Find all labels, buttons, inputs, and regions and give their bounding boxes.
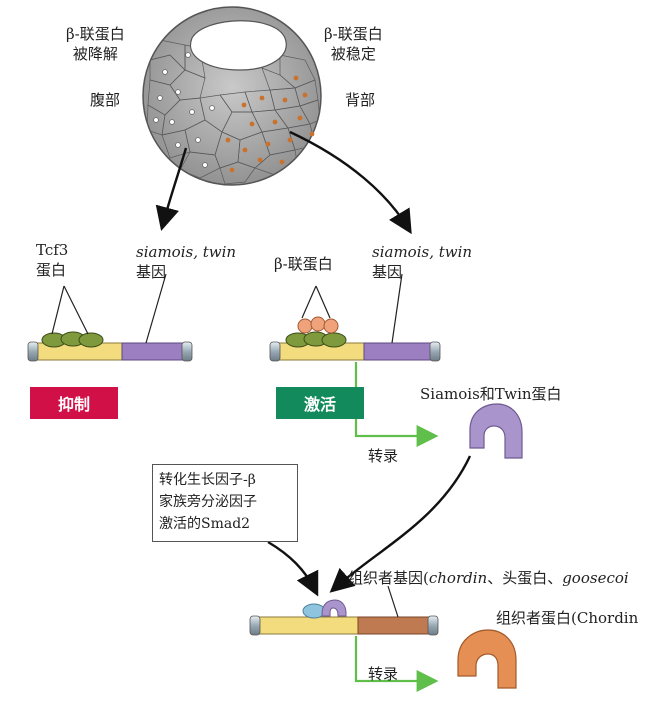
- organizer-genes-prefix: 组织者基因(: [348, 569, 429, 587]
- arrow-ventral: [155, 147, 188, 231]
- tcf3-protein: [41, 331, 104, 348]
- smad2-siamois-complex: [302, 599, 347, 619]
- arrow-smad2: [267, 540, 319, 597]
- tcf3-protein-right: [285, 331, 347, 348]
- label-organizer-protein: 组织者蛋白(Chordin: [496, 609, 639, 627]
- label-genes-right-suffix: 基因: [372, 263, 403, 281]
- badge-activate: 激活: [276, 387, 364, 419]
- label-ventral: 腹部: [90, 91, 121, 109]
- label-tcf3: Tcf3 蛋白: [36, 241, 69, 279]
- dna-left: [27, 341, 193, 362]
- arrow-dorsal: [289, 130, 412, 235]
- label-genes-right: siamois, twin 基因: [372, 242, 472, 282]
- label-transcription-1: 转录: [368, 447, 399, 465]
- label-genes-left: siamois, twin 基因: [136, 242, 236, 282]
- tcf3-pointer: [51, 285, 89, 335]
- beta-pointer: [301, 285, 331, 319]
- embryo: [142, 6, 322, 186]
- badge-repress: 抑制: [30, 387, 118, 419]
- label-genes-right-italic: siamois, twin: [372, 243, 473, 261]
- dna-bottom: [249, 615, 439, 636]
- transcription-arrow-2: [354, 636, 439, 692]
- label-organizer-genes: 组织者基因(chordin、头蛋白、goosecoi: [348, 568, 629, 588]
- organizer-genes-italic2: goosecoi: [562, 569, 629, 587]
- label-dorsal: 背部: [345, 91, 376, 109]
- siamois-right-pointer: [391, 273, 403, 344]
- arrow-protein-to-organizer: [329, 455, 472, 593]
- label-genes-left-italic: siamois, twin: [136, 243, 237, 261]
- beta-catenin-spheres: [297, 316, 339, 334]
- organizer-genes-italic1: chordin: [428, 569, 488, 587]
- organizer-genes-mid: 、头蛋白、: [487, 569, 563, 587]
- label-siamois-twin-protein: Siamois和Twin蛋白: [420, 385, 562, 403]
- label-degraded: β-联蛋白 被降解: [66, 25, 125, 63]
- siamois-twin-protein: [469, 403, 523, 459]
- label-genes-left-suffix: 基因: [136, 263, 167, 281]
- organizer-genes-pointer: [387, 585, 399, 618]
- label-transcription-2: 转录: [368, 665, 399, 683]
- smad2-box: 转化生长因子-β 家族旁分泌因子 激活的Smad2: [152, 464, 298, 542]
- siamois-left-pointer: [145, 273, 167, 344]
- smad2-box-text: 转化生长因子-β 家族旁分泌因子 激活的Smad2: [159, 472, 257, 532]
- label-beta-catenin: β-联蛋白: [274, 255, 333, 273]
- label-stabilized: β-联蛋白 被稳定: [324, 25, 383, 63]
- transcription-arrow-1: [354, 362, 439, 447]
- organizer-protein: [457, 629, 517, 689]
